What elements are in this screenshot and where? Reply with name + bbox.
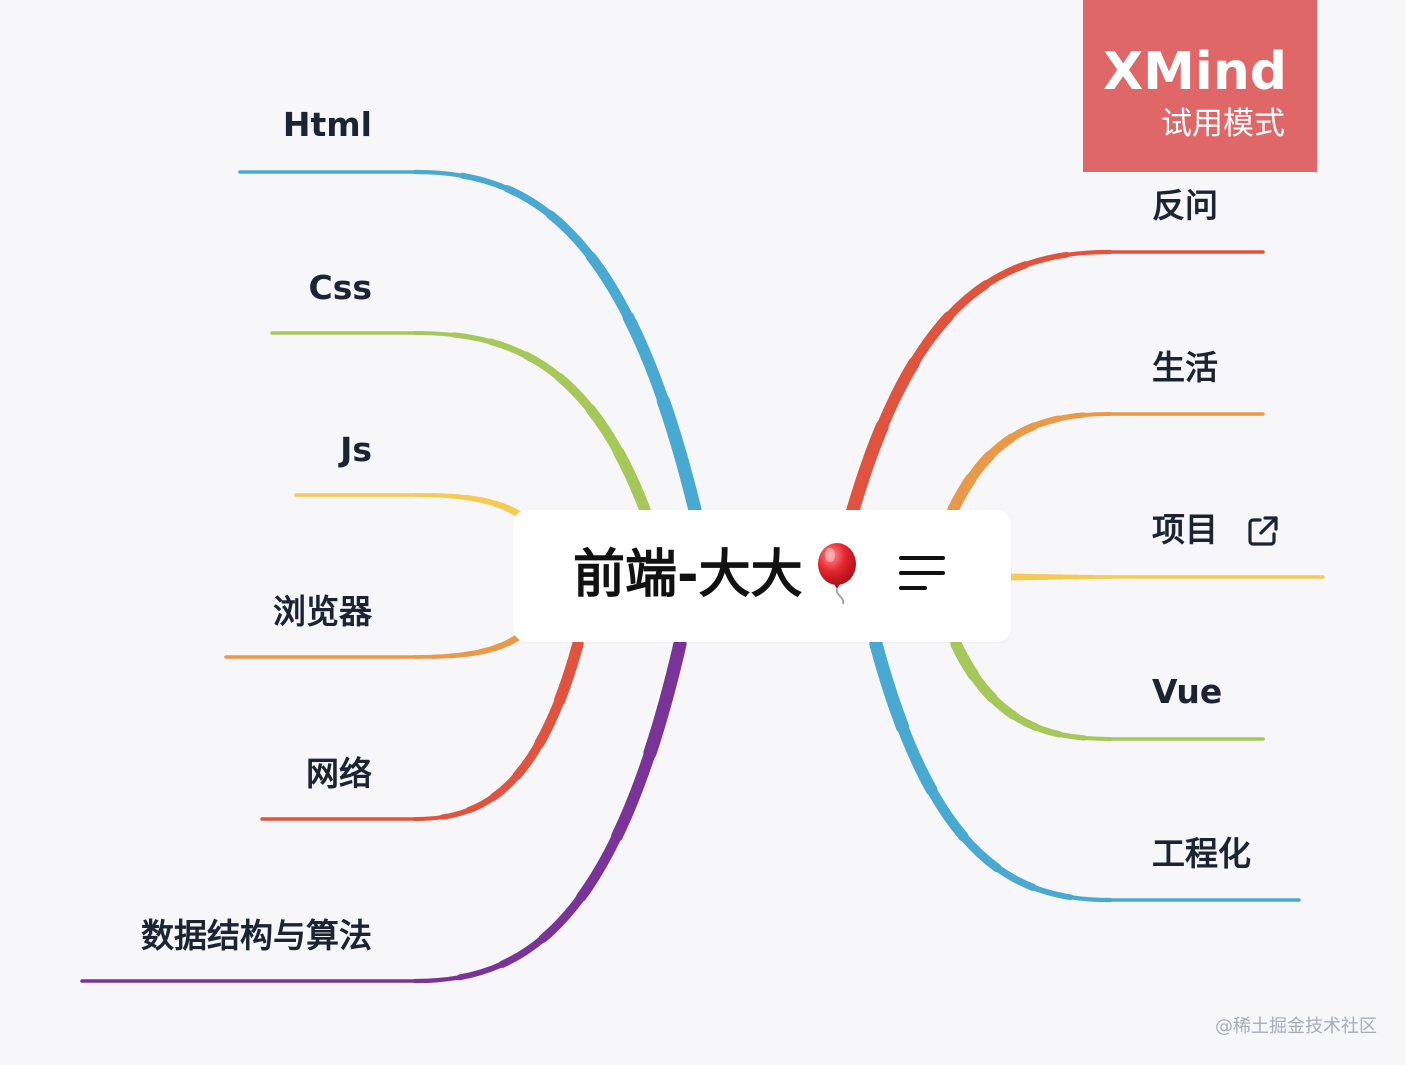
- branch-right-life: [985, 433, 1016, 460]
- branch-left-dsa: [643, 637, 687, 760]
- branch-right-ask-back: [846, 420, 889, 517]
- topic-ask-back[interactable]: 反问: [1152, 186, 1218, 225]
- branch-right-vue: [988, 693, 1018, 720]
- branch-left-css: [412, 330, 456, 337]
- branch-right-engineering: [958, 831, 1002, 873]
- branch-left-html: [459, 172, 511, 192]
- topic-engineering[interactable]: 工程化: [1152, 834, 1251, 873]
- branch-right-ask-back: [944, 280, 991, 321]
- balloon-icon: [818, 543, 856, 605]
- central-topic[interactable]: 前端-大大: [513, 510, 1011, 642]
- branch-left-js: [430, 493, 452, 499]
- branch-left-network: [439, 807, 472, 820]
- watermark-subtitle: 试用模式: [1161, 106, 1285, 142]
- branch-right-life: [947, 473, 977, 516]
- branch-left-dsa: [611, 746, 656, 842]
- branch-right-vue: [968, 669, 998, 704]
- branch-left-css: [487, 338, 530, 359]
- branch-left-dsa: [412, 975, 462, 984]
- branch-right-vue: [1032, 723, 1063, 738]
- branch-left-network: [412, 815, 445, 822]
- branch-left-browser: [447, 651, 469, 659]
- branch-left-dsa: [576, 830, 623, 903]
- branch-right-life: [1007, 422, 1039, 442]
- branch-left-css: [554, 372, 595, 414]
- branch-right-vue: [1082, 735, 1113, 742]
- branch-left-dsa: [538, 892, 586, 943]
- branch-right-engineering: [993, 864, 1037, 891]
- branch-left-css: [613, 447, 651, 516]
- branch-left-network: [512, 739, 544, 780]
- topic-js[interactable]: Js: [340, 430, 372, 469]
- topic-css[interactable]: Css: [308, 268, 372, 307]
- branch-left-network: [489, 771, 522, 801]
- notes-lines-icon[interactable]: [899, 556, 949, 596]
- branch-left-html: [545, 210, 596, 261]
- branch-left-network: [465, 793, 497, 814]
- topic-life[interactable]: 生活: [1152, 348, 1218, 387]
- external-link-icon[interactable]: [1246, 514, 1280, 548]
- topic-project[interactable]: 项目: [1152, 510, 1218, 549]
- topic-browser[interactable]: 浏览器: [273, 592, 372, 631]
- topic-vue[interactable]: Vue: [1152, 672, 1223, 711]
- branch-right-life: [1055, 412, 1087, 422]
- branch-right-engineering: [896, 720, 938, 796]
- branch-right-engineering: [1068, 895, 1113, 903]
- watermark-title: XMind: [1103, 42, 1287, 102]
- branch-left-html: [656, 394, 702, 517]
- branch-right-engineering: [926, 784, 969, 842]
- branch-left-network: [553, 638, 584, 707]
- branch-right-life: [1081, 411, 1113, 418]
- topic-html[interactable]: Html: [282, 105, 372, 144]
- branch-left-browser: [430, 653, 452, 659]
- branch-left-css: [451, 332, 494, 345]
- branch-right-vue: [1009, 711, 1040, 731]
- branch-left-dsa: [498, 934, 547, 968]
- branch-right-life: [965, 450, 996, 485]
- footer-credit: @稀土掘金技术社区: [1215, 1016, 1377, 1037]
- branch-left-css: [522, 351, 564, 382]
- branch-left-html: [412, 169, 465, 178]
- branch-right-vue: [950, 638, 980, 681]
- branch-right-engineering: [1030, 884, 1074, 901]
- branch-left-html: [622, 311, 670, 407]
- branch-left-js: [447, 493, 469, 500]
- branch-right-engineering: [869, 637, 910, 734]
- branch-left-network: [534, 695, 565, 749]
- branch-left-html: [585, 251, 634, 323]
- branch-left-css: [585, 404, 625, 458]
- central-topic-label: 前端-大大: [573, 545, 803, 605]
- branch-right-life: [1030, 415, 1062, 430]
- branch-right-ask-back: [908, 311, 954, 369]
- branch-right-ask-back: [982, 261, 1029, 289]
- branch-left-dsa: [456, 961, 506, 981]
- topic-network[interactable]: 网络: [306, 754, 372, 793]
- topic-dsa[interactable]: 数据结构与算法: [141, 916, 372, 955]
- branch-right-ask-back: [1022, 251, 1070, 268]
- xmind-trial-watermark: XMind 试用模式: [1083, 0, 1317, 172]
- branch-right-vue: [1056, 731, 1087, 741]
- branch-right-ask-back: [876, 357, 920, 433]
- branch-right-ask-back: [1064, 249, 1113, 257]
- branch-left-html: [503, 185, 554, 219]
